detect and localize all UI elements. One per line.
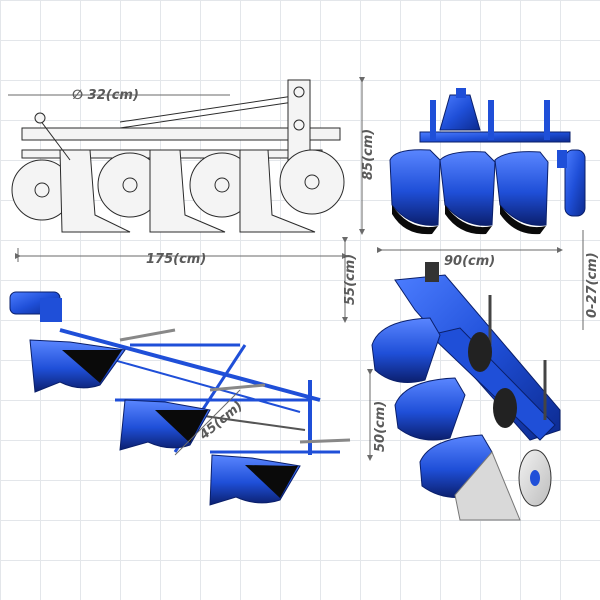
side-bottom-3 — [189, 149, 316, 233]
plough-share-icon — [59, 149, 131, 233]
hitch-mast — [439, 94, 481, 131]
share-edge — [445, 205, 492, 235]
side-view: ∅ 32(cm) 175(cm) 85(cm) — [8, 77, 376, 267]
moldboard — [371, 317, 441, 383]
depth-range-label: 0-27(cm) — [585, 252, 600, 318]
lever-knob — [34, 112, 46, 124]
disc-coulter-icon — [468, 332, 492, 372]
clearance-label: 55(cm) — [343, 254, 358, 305]
disc-coulter-icon — [279, 149, 345, 215]
top-link-edge — [119, 100, 301, 129]
landside — [454, 451, 521, 521]
side-bottom-1 — [11, 149, 131, 233]
moldboard — [494, 151, 549, 226]
plough-share-icon — [149, 149, 226, 233]
hitch-pin — [456, 88, 466, 98]
overall-width-label: 90(cm) — [444, 254, 495, 269]
plough-share-icon — [239, 149, 316, 233]
gauge-wheel-icon — [564, 149, 586, 217]
frame-height-label: 85(cm) — [361, 129, 376, 180]
moldboard — [389, 149, 441, 226]
top-view: 45(cm) 50(cm) — [9, 291, 388, 506]
top-link — [119, 94, 301, 123]
mast-pin — [293, 119, 305, 131]
mast-pin — [293, 86, 305, 98]
moldboard — [439, 151, 496, 226]
frame-beam — [59, 328, 321, 402]
share-edge — [392, 205, 438, 235]
spacing-dim-line — [174, 389, 241, 456]
overall-length-label: 175(cm) — [146, 252, 206, 267]
moldboard — [394, 377, 466, 441]
disc-diameter-label: ∅ 32(cm) — [72, 88, 139, 103]
side-bottom-2 — [97, 149, 226, 233]
lever — [39, 119, 71, 161]
main-beam — [21, 127, 341, 141]
front-view: 90(cm) 0-27(cm) — [377, 88, 600, 330]
top-knob — [425, 262, 439, 282]
share-edge — [500, 205, 546, 235]
front-frame — [419, 131, 571, 143]
perspective-view — [371, 262, 561, 521]
disc-coulter-icon — [493, 388, 517, 428]
height-label: 50(cm) — [373, 401, 388, 452]
